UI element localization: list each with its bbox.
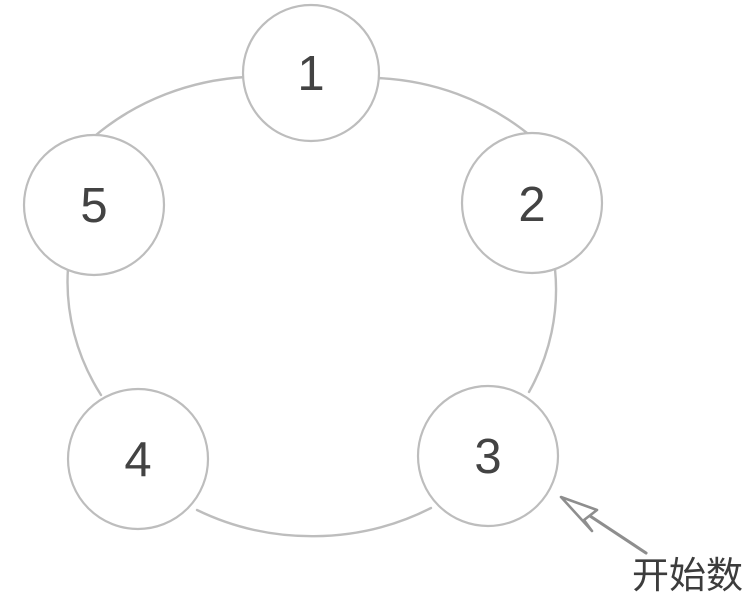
node-1-label: 1 [297, 47, 324, 101]
annotation-arrow-shaft [585, 512, 648, 555]
node-1[interactable]: 1 [241, 3, 381, 143]
arc-node4-to-node5 [66, 266, 103, 397]
node-1-circle[interactable] [241, 3, 381, 143]
node-3-circle[interactable] [416, 384, 560, 528]
start-annotation [559, 495, 648, 555]
node-4-circle[interactable] [66, 387, 210, 531]
arc-node5-to-node1 [94, 75, 248, 137]
node-2-circle[interactable] [460, 131, 604, 275]
node-4[interactable]: 4 [66, 387, 210, 531]
arc-node3-to-node4 [195, 506, 433, 538]
node-4-label: 4 [124, 433, 151, 487]
node-5[interactable]: 5 [22, 133, 166, 277]
node-2[interactable]: 2 [460, 131, 604, 275]
node-group: 1 2 3 4 5 [22, 3, 604, 531]
arc-node1-to-node2 [375, 76, 529, 135]
node-2-label: 2 [518, 178, 545, 232]
node-5-circle[interactable] [22, 133, 166, 277]
arc-node2-to-node3 [527, 267, 558, 394]
ring-arc-group [66, 75, 558, 538]
node-3[interactable]: 3 [416, 384, 560, 528]
node-5-label: 5 [80, 179, 107, 233]
node-3-label: 3 [474, 430, 501, 484]
annotation-label: 开始数 [632, 554, 743, 597]
annotation-arrow-head-icon [559, 495, 599, 533]
